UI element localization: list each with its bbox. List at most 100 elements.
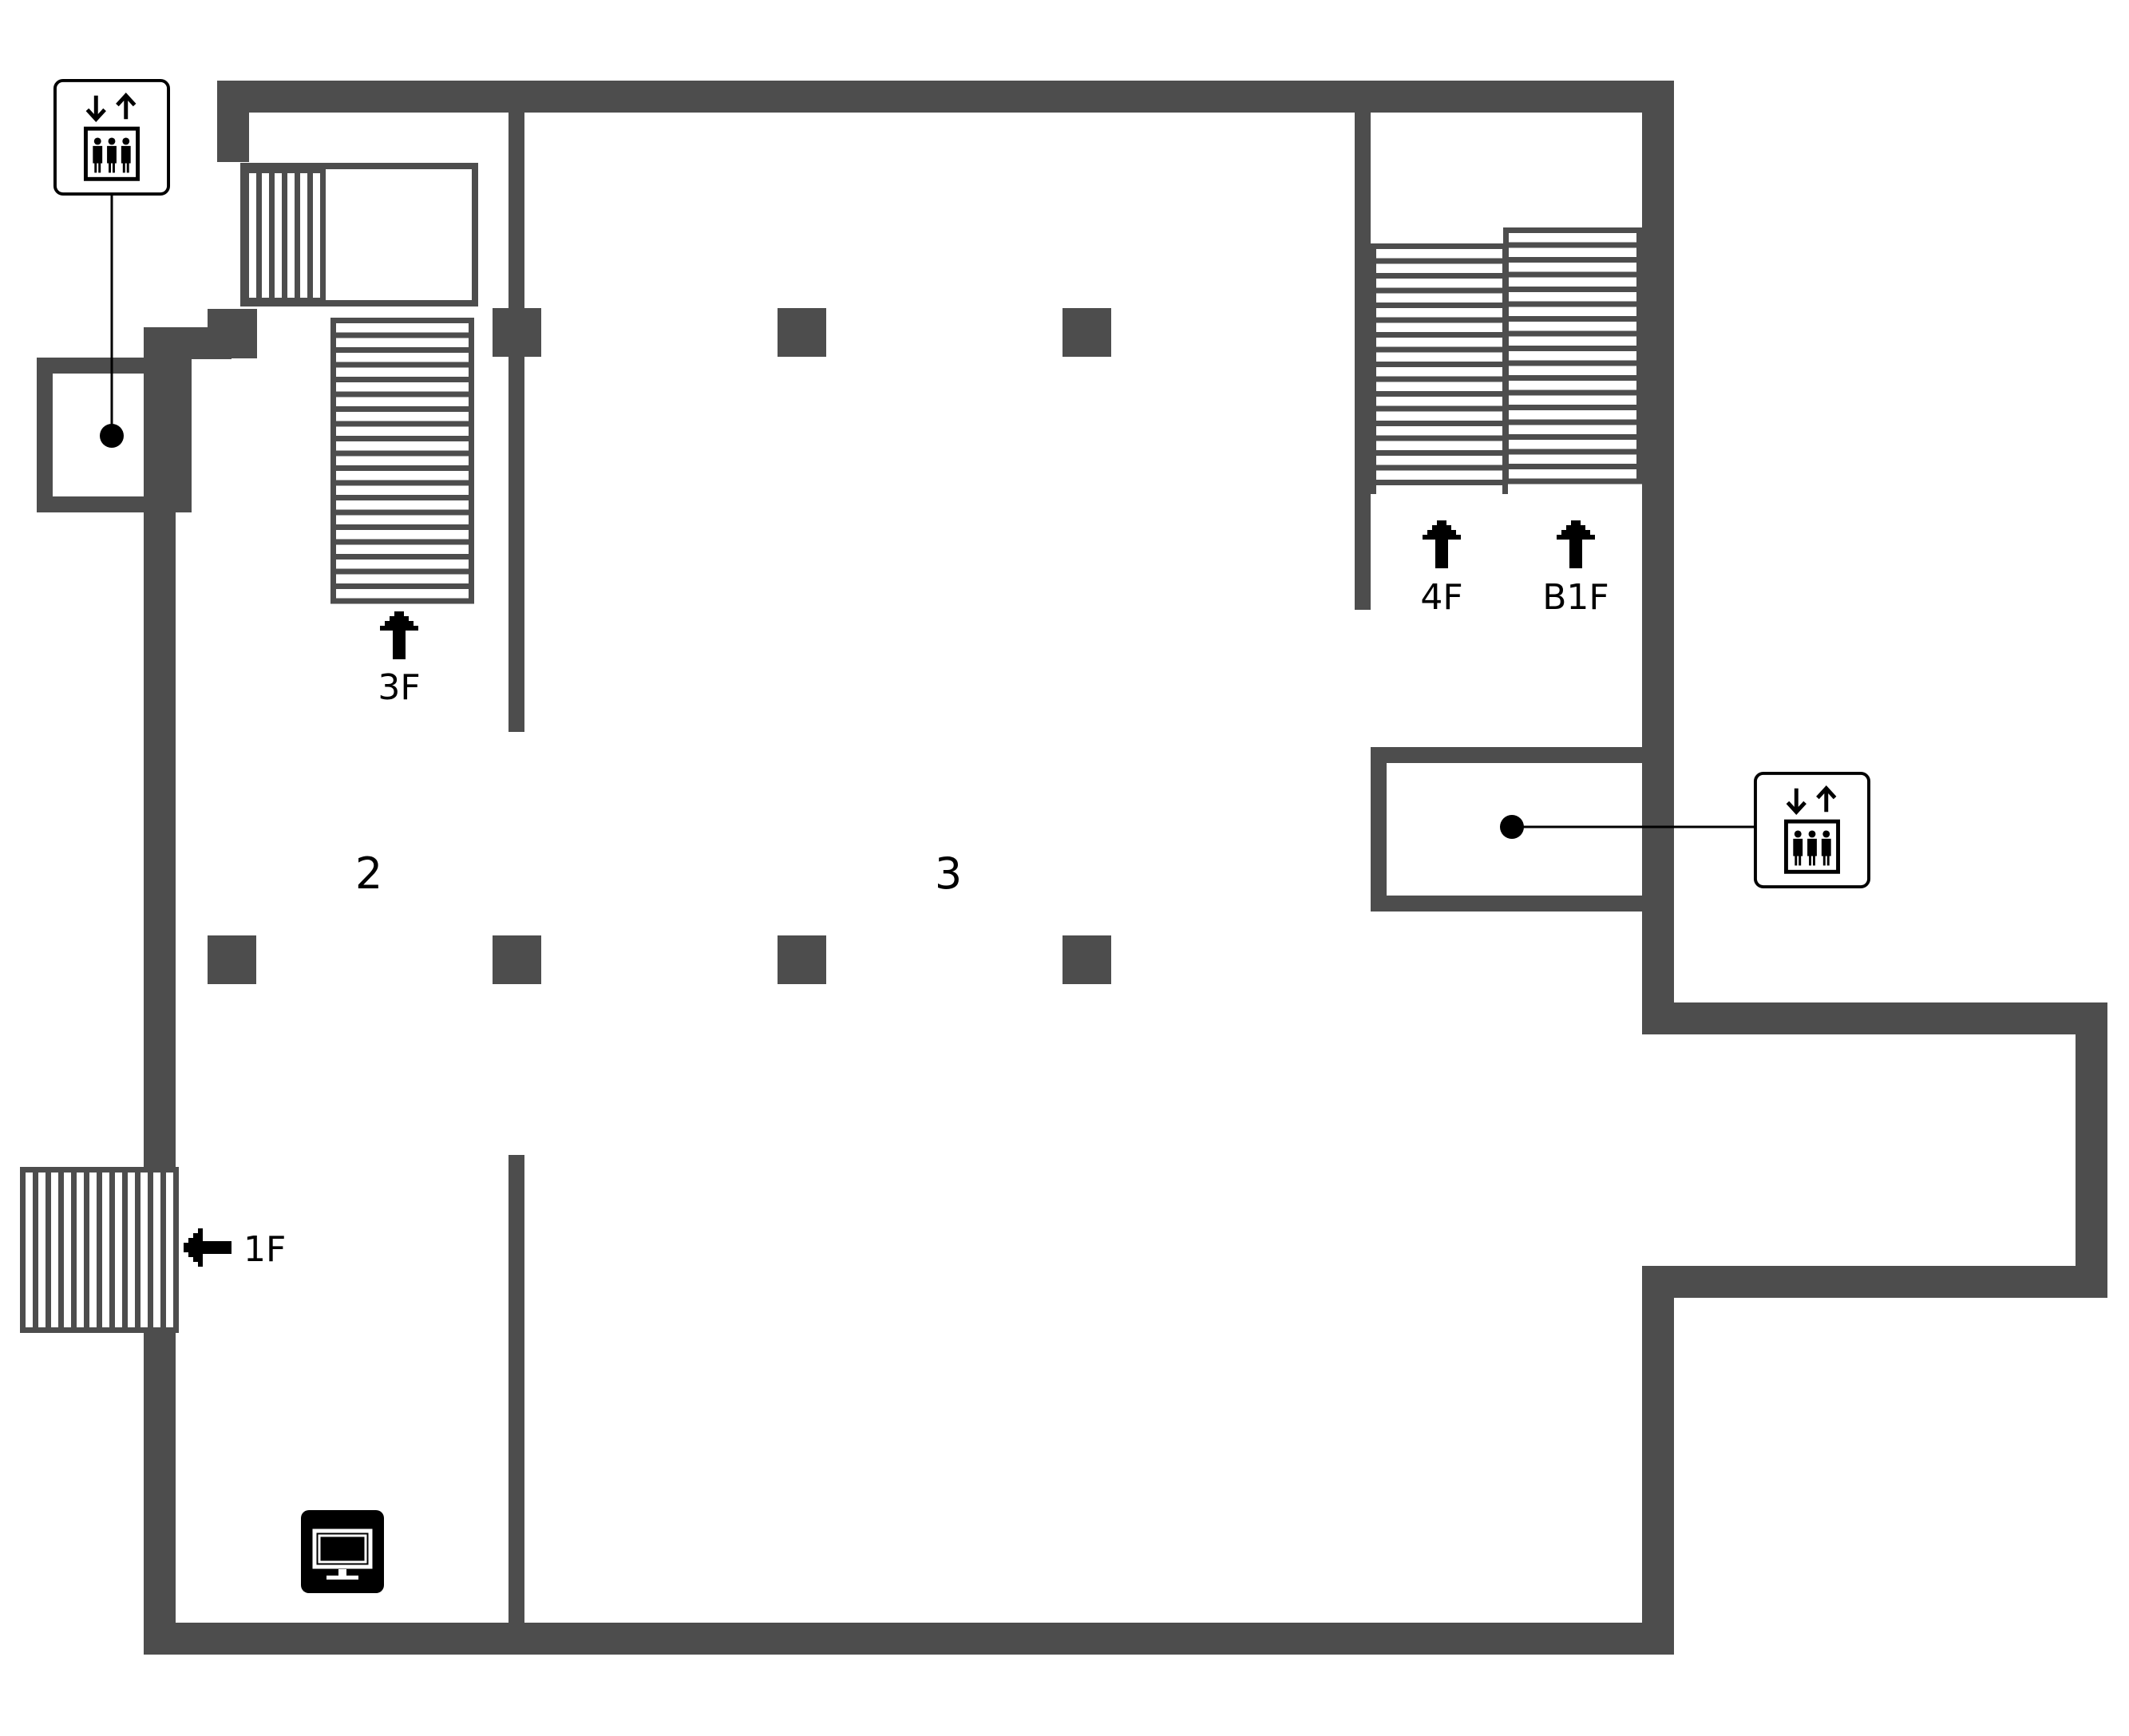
stair-tread <box>1503 464 1642 469</box>
stairs-1f <box>20 1167 179 1333</box>
stair-tread <box>1371 435 1508 441</box>
up-arrow-icon <box>380 611 418 659</box>
stair-tread <box>1371 376 1508 382</box>
stair-tread <box>1371 287 1508 294</box>
stair-tread <box>330 436 474 441</box>
stair-tread <box>1503 390 1642 396</box>
stair-tread <box>1371 317 1508 323</box>
wall-top <box>217 81 1674 113</box>
stair-tread <box>330 583 474 589</box>
stair-tread <box>148 1167 153 1333</box>
column <box>208 935 256 984</box>
stair-tread <box>282 168 287 303</box>
stair-tread <box>1503 346 1642 351</box>
up-arrow-icon <box>1423 520 1461 568</box>
stair-tread <box>1371 243 1376 494</box>
elevator-icon <box>55 81 168 194</box>
stair-tread <box>1371 258 1508 264</box>
monitor-icon[interactable] <box>301 1510 384 1593</box>
partition-lower <box>509 1155 524 1624</box>
stair-tread <box>1371 273 1508 279</box>
stair-tread <box>1503 287 1642 292</box>
stair-tread <box>1371 346 1508 353</box>
up-arrow-icon <box>1557 520 1595 568</box>
stair-tread <box>243 168 323 173</box>
stair-tread <box>330 598 474 604</box>
elevator-west[interactable] <box>55 81 168 448</box>
stairs-4f-label: 4F <box>1420 577 1462 618</box>
stair-tread <box>330 391 474 397</box>
stair-tread <box>97 1167 102 1333</box>
stair-tread <box>330 421 474 427</box>
left-arrow-icon <box>184 1228 231 1267</box>
stair-tread <box>1503 301 1642 307</box>
stair-tread <box>330 465 474 471</box>
wall-right-lower <box>1642 1266 1674 1655</box>
stair-tread <box>1371 332 1508 338</box>
stair-tread <box>20 1327 176 1333</box>
stair-tread <box>1503 375 1642 381</box>
stair-tread <box>330 495 474 500</box>
stair-tread <box>122 1167 128 1333</box>
stair-tread <box>330 524 474 530</box>
stair-tread <box>33 1167 38 1333</box>
column <box>778 935 826 984</box>
stair-tread <box>330 318 474 323</box>
stair-tread <box>1503 271 1642 278</box>
stair-tread <box>173 1167 179 1333</box>
room-label-3: 3 <box>935 848 962 899</box>
wall-left-lower <box>144 1329 176 1655</box>
stair-tread <box>330 332 474 338</box>
stair-tread <box>469 318 474 599</box>
stair-tread <box>1503 434 1642 440</box>
stair-tread <box>330 509 474 516</box>
elevator-east[interactable] <box>1500 773 1869 887</box>
stair-tread <box>295 168 300 303</box>
stair-tread <box>1371 391 1508 397</box>
stair-tread <box>1503 227 1509 483</box>
wall-annex-bottom <box>1642 1266 2107 1298</box>
stair-tread <box>307 168 313 303</box>
stair-tread <box>330 480 474 486</box>
stair-tread <box>1503 257 1642 263</box>
stair-tread <box>330 377 474 382</box>
stair-tread <box>1503 419 1642 425</box>
wall-top-left-stub <box>217 81 249 162</box>
elevator-icon <box>1755 773 1869 887</box>
stairs-b1f <box>1503 227 1642 484</box>
stair-tread <box>1503 405 1642 410</box>
stair-tread <box>330 539 474 545</box>
wall-left-upper <box>144 327 176 1172</box>
stair-tread <box>1503 316 1642 322</box>
wall-bottom <box>144 1623 1674 1655</box>
column <box>1063 935 1111 984</box>
partition-upper <box>509 113 524 732</box>
stair-tread <box>1503 227 1642 233</box>
wall-annex-right <box>2076 1002 2107 1298</box>
stair-tread <box>1636 227 1642 483</box>
partition-right <box>1355 113 1371 610</box>
stair-tread <box>1503 449 1642 455</box>
stair-tread <box>330 406 474 412</box>
stair-tread <box>84 1167 89 1333</box>
stair-tread <box>330 450 474 457</box>
stairs-upper-left-landing <box>243 168 326 303</box>
stair-tread <box>20 1167 26 1333</box>
stair-tread <box>109 1167 115 1333</box>
column <box>778 308 826 357</box>
stair-tread <box>1503 242 1642 248</box>
stairs-3f <box>240 163 478 604</box>
stair-tread <box>1503 478 1642 484</box>
stairs-1f-label: 1F <box>243 1229 286 1270</box>
stair-tread <box>330 318 336 599</box>
stair-tread <box>1371 421 1508 426</box>
room-label-2: 2 <box>355 848 382 899</box>
stair-tread <box>330 568 474 575</box>
column <box>493 935 541 984</box>
wall-step-2 <box>144 327 231 359</box>
stair-tread <box>256 168 262 303</box>
stair-tread <box>330 347 474 353</box>
stair-tread <box>1371 405 1508 412</box>
stair-tread <box>1371 450 1508 456</box>
